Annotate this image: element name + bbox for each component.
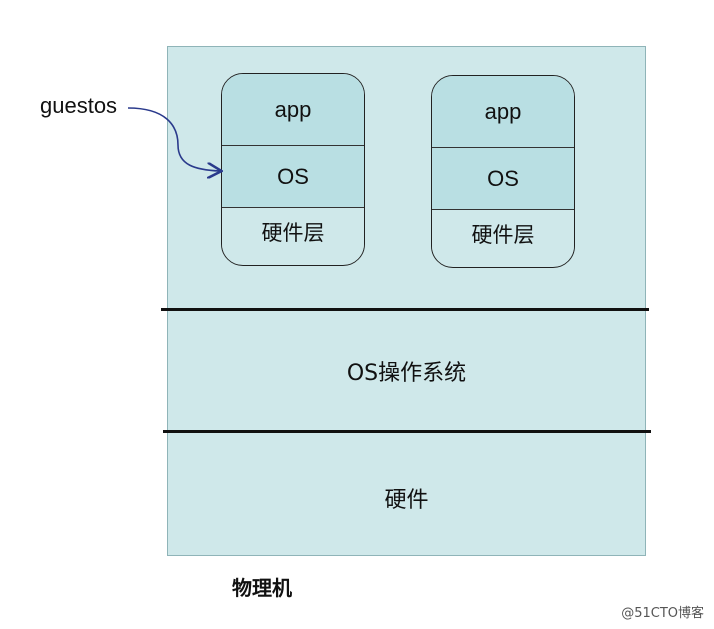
guest-app-label: app bbox=[274, 96, 312, 122]
guest-hardware-label: 硬件层 bbox=[471, 223, 535, 247]
guest-vm-1: app OS 硬件层 bbox=[221, 73, 365, 266]
guest-hardware-label: 硬件层 bbox=[261, 221, 325, 245]
guest-vm-2: app OS 硬件层 bbox=[431, 75, 575, 268]
guest-hardware-layer: 硬件层 bbox=[432, 210, 574, 266]
guest-hardware-layer: 硬件层 bbox=[222, 208, 364, 264]
guest-app-layer: app bbox=[432, 76, 574, 148]
guest-app-label: app bbox=[484, 98, 522, 124]
divider-guest-host bbox=[161, 308, 649, 311]
guest-os-layer: OS bbox=[222, 146, 364, 208]
arrow-path bbox=[127, 107, 220, 171]
host-os-label: OS操作系统 bbox=[346, 361, 467, 386]
guest-app-layer: app bbox=[222, 74, 364, 146]
guest-os-label: OS bbox=[277, 163, 309, 189]
guestos-label: guestos bbox=[40, 93, 118, 118]
divider-host-hardware bbox=[163, 430, 651, 433]
watermark: @51CTO博客 bbox=[621, 606, 704, 621]
caption-physical-machine: 物理机 bbox=[232, 576, 292, 600]
guest-os-layer: OS bbox=[432, 148, 574, 210]
guest-os-label: OS bbox=[487, 165, 519, 191]
hardware-label: 硬件 bbox=[384, 488, 429, 513]
